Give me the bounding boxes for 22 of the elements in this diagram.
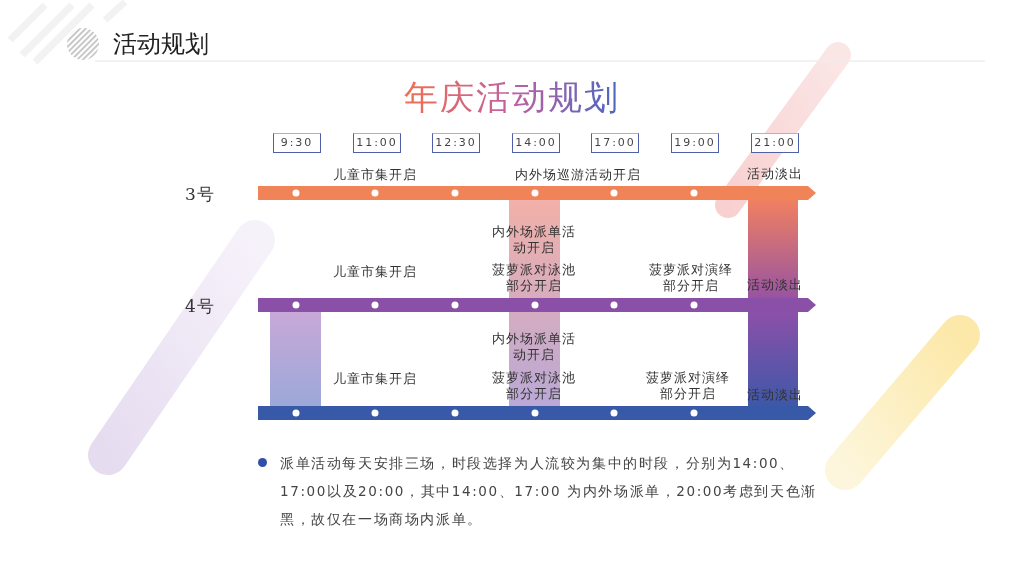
time-box: 17:00 [591, 133, 639, 153]
time-box: 21:00 [751, 133, 799, 153]
event-label: 菠萝派对泳池部分开启 [492, 370, 576, 402]
page-heading: 活动规划 [113, 29, 209, 60]
day-label: 3号 [185, 186, 215, 202]
event-label: 菠萝派对泳池部分开启 [492, 262, 576, 294]
event-label: 菠萝派对演绎部分开启 [649, 262, 733, 294]
time-box: 19:00 [671, 133, 719, 153]
time-box: 14:00 [512, 133, 560, 153]
note-paragraph: 派单活动每天安排三场，时段选择为人流较为集中的时段，分别为14:00、17:00以及20:00，其中14:00、17:00 为内外场派单，20:00考虑到天色渐黑，故仅在一场商场内派单。 [280, 454, 818, 529]
event-label: 活动淡出 [747, 166, 803, 182]
event-label: 儿童市集开启 [333, 167, 417, 183]
time-box: 11:00 [353, 133, 401, 153]
event-label: 内外场派单活动开启 [492, 224, 576, 256]
event-label: 儿童市集开启 [333, 371, 417, 387]
event-label: 菠萝派对演绎部分开启 [646, 370, 730, 402]
time-box: 9:30 [273, 133, 321, 153]
time-box: 12:30 [432, 133, 480, 153]
day-label: 4号 [185, 298, 215, 314]
event-label: 儿童市集开启 [333, 264, 417, 280]
event-label: 内外场巡游活动开启 [515, 167, 641, 183]
event-label: 内外场派单活动开启 [492, 331, 576, 363]
